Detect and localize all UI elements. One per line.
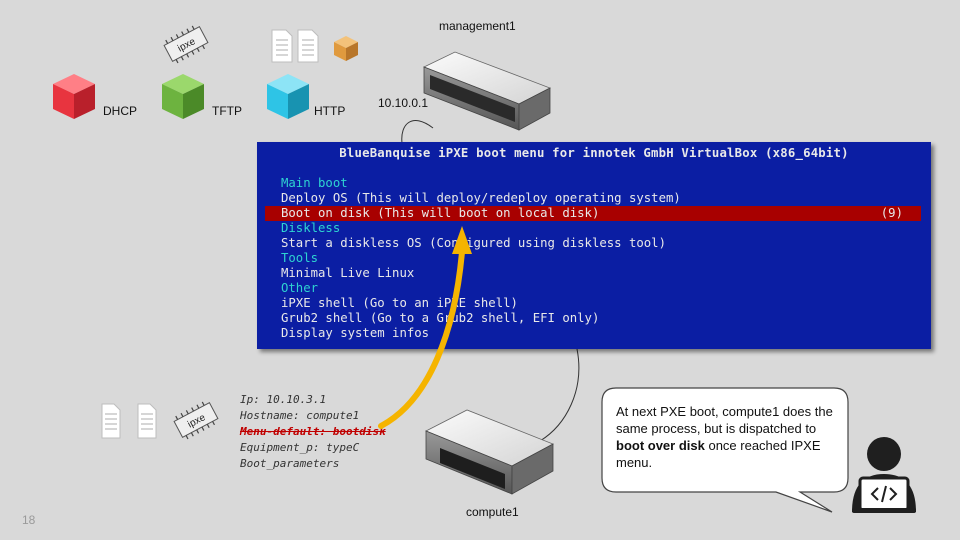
attr-menu-default: Menu-default: bootdisk xyxy=(240,425,386,438)
menu-list: Main boot Deploy OS (This will deploy/re… xyxy=(265,176,921,341)
menu-section-diskless: Diskless xyxy=(281,221,341,235)
document-icon xyxy=(271,29,293,63)
document-icon xyxy=(137,403,157,439)
link-menu-compute xyxy=(539,348,580,442)
menu-item-label: Boot on disk (This will boot on local di… xyxy=(281,206,600,220)
document-icon xyxy=(101,403,121,439)
attr-hostname: Hostname: compute1 xyxy=(240,409,360,422)
menu-item-grub2-shell[interactable]: Grub2 shell (Go to a Grub2 shell, EFI on… xyxy=(281,311,600,325)
management-node-name: management1 xyxy=(439,19,516,33)
menu-item-deploy-os[interactable]: Deploy OS (This will deploy/redeploy ope… xyxy=(281,191,681,205)
service-label-tftp: TFTP xyxy=(212,104,242,118)
document-icon xyxy=(297,29,319,63)
service-label-dhcp: DHCP xyxy=(103,104,138,118)
red-cube-icon xyxy=(53,74,95,119)
menu-title: BlueBanquise iPXE boot menu for innotek … xyxy=(339,146,849,160)
bubble-text-bold: boot over disk xyxy=(616,438,705,453)
menu-item-start-diskless[interactable]: Start a diskless OS (Configured using di… xyxy=(281,236,666,250)
link-management-menu xyxy=(401,120,434,144)
ipxe-chip-icon: ipxe xyxy=(173,401,219,440)
menu-item-ipxe-shell[interactable]: iPXE shell (Go to an iPXE shell) xyxy=(281,296,518,310)
compute-node-name: compute1 xyxy=(466,505,519,519)
package-box-icon xyxy=(334,36,358,61)
bubble-text-part-2: once reached IPXE menu. xyxy=(616,438,821,470)
attr-ip: Ip: 10.10.3.1 xyxy=(240,393,327,406)
attr-boot-parameters: Boot_parameters xyxy=(240,457,340,470)
ipxe-boot-menu: BlueBanquise iPXE boot menu for innotek … xyxy=(257,142,931,349)
menu-section-main-boot: Main boot xyxy=(281,176,348,190)
service-label-http: HTTP xyxy=(314,104,346,118)
server-icon xyxy=(422,51,551,131)
speech-bubble xyxy=(601,387,849,513)
menu-item-system-infos[interactable]: Display system infos xyxy=(281,326,430,340)
green-cube-icon xyxy=(162,74,204,119)
bubble-text: At next PXE boot, compute1 does the same… xyxy=(616,403,840,471)
page-number: 18 xyxy=(22,513,36,527)
developer-laptop-icon xyxy=(852,437,916,513)
management-ip: 10.10.0.1 xyxy=(378,96,429,110)
menu-item-boot-on-disk[interactable]: Boot on disk (This will boot on local di… xyxy=(265,206,921,221)
bubble-text-part-1: At next PXE boot, compute1 does the same… xyxy=(616,404,833,436)
menu-section-other: Other xyxy=(281,281,319,295)
menu-item-live-linux[interactable]: Minimal Live Linux xyxy=(281,266,415,280)
compute-attributes: Ip: 10.10.3.1 Hostname: compute1 Menu-de… xyxy=(240,392,386,472)
blue-cube-icon xyxy=(267,74,309,119)
menu-section-tools: Tools xyxy=(281,251,319,265)
server-icon xyxy=(425,409,554,495)
attr-equipment: Equipment_p: typeC xyxy=(240,441,360,454)
ipxe-chip-icon: ipxe xyxy=(163,25,209,64)
menu-item-shortcut: (9) xyxy=(880,206,903,220)
